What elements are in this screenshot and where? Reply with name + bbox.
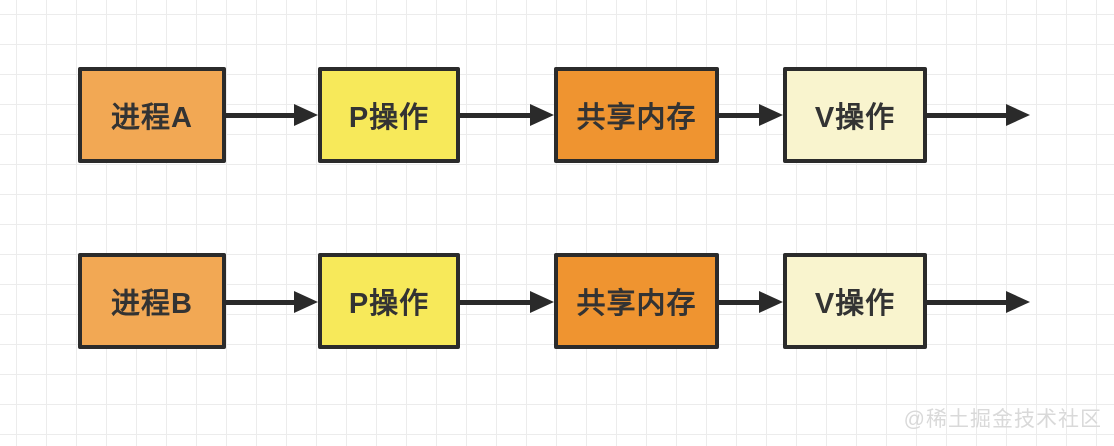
arrow-shaft [719, 112, 759, 118]
arrow-shaft [460, 112, 530, 118]
arrow-shaft [226, 112, 294, 118]
arrow-shaft [460, 299, 530, 305]
arrow-v-out-b [927, 291, 1030, 313]
arrow-head-icon [1006, 291, 1030, 313]
box-v-operation-b-label: V操作 [814, 288, 896, 320]
box-shared-memory-b: 共享内存 [554, 253, 719, 349]
arrow-shaft [927, 299, 1006, 305]
box-p-operation-b-label: P操作 [348, 288, 430, 320]
arrow-head-icon [294, 291, 318, 313]
box-v-operation-a-label: V操作 [814, 102, 896, 134]
box-shared-memory-b-label: 共享内存 [576, 288, 697, 320]
box-p-operation-b: P操作 [318, 253, 460, 349]
box-process-b-label: 进程B [111, 288, 193, 320]
arrow-head-icon [759, 104, 783, 126]
arrow-b-to-p [226, 291, 318, 313]
arrow-shaft [927, 112, 1006, 118]
box-shared-memory-a-label: 共享内存 [576, 102, 697, 134]
arrow-a-to-p [226, 104, 318, 126]
arrow-memory-to-v-b [719, 291, 783, 313]
arrow-head-icon [1006, 104, 1030, 126]
box-process-a: 进程A [78, 67, 226, 163]
box-process-b: 进程B [78, 253, 226, 349]
arrow-head-icon [530, 104, 554, 126]
arrow-head-icon [759, 291, 783, 313]
box-p-operation-a-label: P操作 [348, 102, 430, 134]
arrow-head-icon [294, 104, 318, 126]
arrow-head-icon [530, 291, 554, 313]
arrow-memory-to-v [719, 104, 783, 126]
box-p-operation-a: P操作 [318, 67, 460, 163]
watermark: @稀土掘金技术社区 [903, 408, 1102, 431]
box-v-operation-b: V操作 [783, 253, 927, 349]
arrow-v-out [927, 104, 1030, 126]
box-process-a-label: 进程A [111, 102, 193, 134]
box-shared-memory-a: 共享内存 [554, 67, 719, 163]
arrow-shaft [226, 299, 294, 305]
arrow-p-to-memory [460, 104, 554, 126]
arrow-shaft [719, 299, 759, 305]
arrow-p-to-memory-b [460, 291, 554, 313]
box-v-operation-a: V操作 [783, 67, 927, 163]
